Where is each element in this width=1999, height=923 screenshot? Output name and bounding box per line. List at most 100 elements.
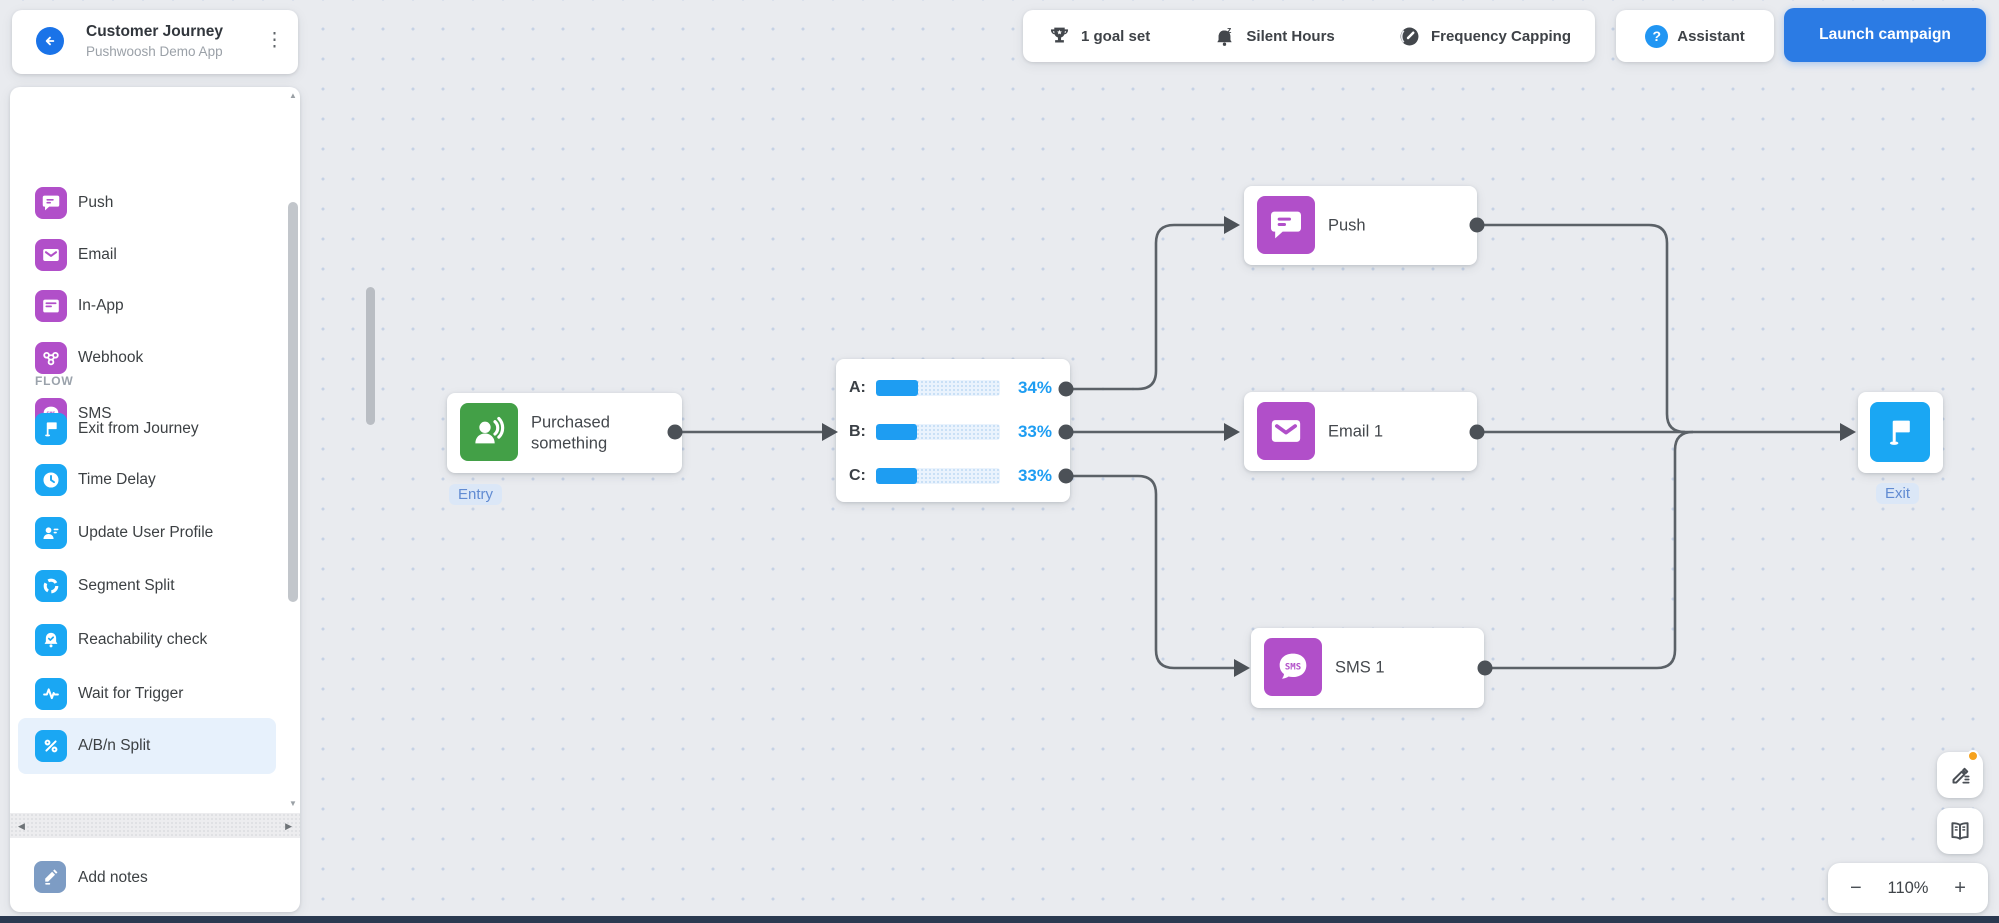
sidebar-item-label: Wait for Trigger <box>78 685 184 702</box>
sidebar-item-wait-for-trigger[interactable]: Wait for Trigger <box>10 678 300 710</box>
sidebar-item-label: Reachability check <box>78 631 208 648</box>
edge-c-to-sms <box>1066 474 1234 670</box>
sidebar-item-segment-split[interactable]: Segment Split <box>10 570 300 602</box>
assistant-label: Assistant <box>1677 27 1745 45</box>
sidebar-item-exit-from-journey[interactable]: Exit from Journey <box>10 413 300 445</box>
trophy-icon <box>1047 24 1072 49</box>
zoom-out-button[interactable]: − <box>1846 874 1866 902</box>
entry-node-purchased-something[interactable]: Purchased something <box>447 393 682 473</box>
bell-sleep-icon: z <box>1212 24 1237 49</box>
back-button[interactable] <box>36 27 64 55</box>
sms-node-label: SMS 1 <box>1335 658 1385 677</box>
add-notes-label: Add notes <box>78 869 148 886</box>
push-node[interactable]: Push <box>1244 186 1477 265</box>
journey-title: Customer Journey <box>86 23 223 40</box>
split-row-label: C: <box>849 467 866 484</box>
split-row-b: B: 33% <box>836 422 1070 441</box>
sidebar-horizontal-scrollbar[interactable]: ◀ ▶ <box>10 813 300 838</box>
sidebar-item-webhook[interactable]: Webhook <box>10 342 300 374</box>
sidebar-item-label: A/B/n Split <box>78 737 151 754</box>
sidebar-item-label: Push <box>78 194 114 211</box>
email-icon <box>1257 402 1315 460</box>
svg-text:SMS: SMS <box>1285 662 1301 672</box>
split-bar-fill <box>876 468 917 484</box>
clock-icon <box>35 464 67 496</box>
split-row-a: A: 34% <box>836 378 1070 397</box>
push-node-label: Push <box>1328 216 1366 235</box>
sms-icon: SMS <box>1264 638 1322 696</box>
add-notes-button[interactable]: Add notes <box>10 855 300 911</box>
flag-icon <box>35 413 67 445</box>
entry-badge: Entry <box>449 484 503 505</box>
kebab-menu-icon[interactable]: ⋮ <box>265 30 284 51</box>
scroll-up-caret[interactable]: ▲ <box>289 91 297 100</box>
in-app-icon <box>35 290 67 322</box>
frequency-capping-label: Frequency Capping <box>1430 27 1571 45</box>
svg-text:z: z <box>1227 24 1232 34</box>
question-mark-icon: ? <box>1645 24 1669 48</box>
email-node-label: Email 1 <box>1328 422 1384 441</box>
sidebar-item-label: Exit from Journey <box>78 420 199 437</box>
arrow-left-icon <box>42 33 58 49</box>
edge-sms-to-exit <box>1485 430 1694 670</box>
frequency-capping-button[interactable]: Frequency Capping <box>1397 24 1571 49</box>
sidebar-item-label: In-App <box>78 297 124 314</box>
campaign-settings-toolbar: 1 goal set z Silent Hours Frequency Capp… <box>1023 10 1595 62</box>
silent-hours-button[interactable]: z Silent Hours <box>1212 24 1335 49</box>
input-arrow-sms <box>1234 659 1250 677</box>
assistant-button[interactable]: ? Assistant <box>1616 10 1774 62</box>
scroll-left-caret[interactable]: ◀ <box>18 821 25 831</box>
sidebar-item-label: Webhook <box>78 349 144 366</box>
pencil-list-icon <box>1947 762 1973 788</box>
exit-node[interactable] <box>1858 392 1943 473</box>
notification-dot <box>1967 750 1979 762</box>
zoom-level: 110% <box>1887 878 1929 897</box>
sidebar-vertical-scrollbar[interactable] <box>288 202 298 602</box>
split-bar-track <box>876 424 1000 440</box>
edge-a-to-push <box>1066 223 1226 391</box>
entry-node-label: Purchased something <box>531 413 610 452</box>
segment-split-icon <box>35 570 67 602</box>
push-chat-icon <box>1257 196 1315 254</box>
sidebar-item-email[interactable]: Email <box>10 239 300 271</box>
zoom-controls: − 110% + <box>1828 863 1988 913</box>
sidebar-item-label: Email <box>78 246 117 263</box>
sidebar-item-push[interactable]: Push <box>10 187 300 219</box>
input-arrow-push <box>1224 216 1240 234</box>
pulse-icon <box>35 678 67 710</box>
documentation-button[interactable] <box>1937 808 1983 854</box>
sms-node[interactable]: SMS SMS 1 <box>1251 628 1484 708</box>
flag-icon <box>1870 402 1930 462</box>
input-arrow-exit <box>1840 423 1856 441</box>
canvas-scroll-indicator[interactable] <box>366 287 375 425</box>
split-bar-fill <box>876 424 917 440</box>
sidebar-item-label: Segment Split <box>78 577 175 594</box>
email-node[interactable]: Email 1 <box>1244 392 1477 471</box>
email-icon <box>35 239 67 271</box>
scroll-down-caret[interactable]: ▼ <box>289 799 297 808</box>
journey-subtitle: Pushwoosh Demo App <box>86 44 223 59</box>
journey-header-card: Customer Journey Pushwoosh Demo App ⋮ <box>12 10 298 74</box>
sidebar-palette: Push Email In-App Webhook SMS SMS F <box>10 87 300 912</box>
sidebar-item-update-user-profile[interactable]: Update User Profile <box>10 517 300 549</box>
sidebar-item-in-app[interactable]: In-App <box>10 290 300 322</box>
sidebar-item-time-delay[interactable]: Time Delay <box>10 464 300 496</box>
pencil-note-icon <box>34 861 66 893</box>
goal-set-button[interactable]: 1 goal set <box>1047 24 1150 49</box>
launch-campaign-button[interactable]: Launch campaign <box>1784 8 1986 62</box>
abn-split-node[interactable]: A: 34% B: 33% C: 33% <box>836 359 1070 502</box>
sidebar-item-abn-split[interactable]: A/B/n Split <box>10 730 300 762</box>
zoom-in-button[interactable]: + <box>1950 874 1970 902</box>
gauge-icon <box>1397 24 1422 49</box>
exit-badge: Exit <box>1876 483 1920 504</box>
user-entry-icon <box>460 403 518 461</box>
split-percent: 33% <box>1017 466 1052 485</box>
goal-set-label: 1 goal set <box>1081 27 1151 45</box>
sidebar-item-label: Update User Profile <box>78 524 214 541</box>
split-bar-track <box>876 468 1000 484</box>
bottom-border-strip <box>0 916 1999 923</box>
sidebar-item-reachability-check[interactable]: Reachability check <box>10 624 300 656</box>
webhook-icon <box>35 342 67 374</box>
scroll-right-caret[interactable]: ▶ <box>285 821 292 831</box>
